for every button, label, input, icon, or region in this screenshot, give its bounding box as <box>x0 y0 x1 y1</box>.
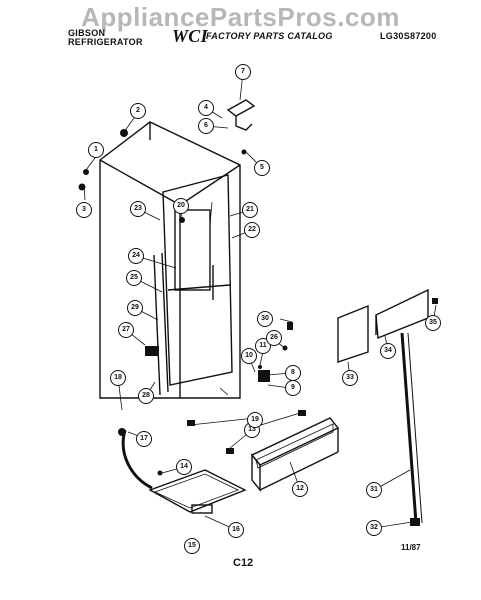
page-code: C12 <box>233 557 254 569</box>
callout-32: 32 <box>366 520 382 536</box>
callout-9: 9 <box>285 380 301 396</box>
callout-10: 10 <box>241 348 257 364</box>
callout-35: 35 <box>425 315 441 331</box>
callout-28: 28 <box>138 388 154 404</box>
callout-34: 34 <box>380 343 396 359</box>
bracket-34 <box>375 288 429 340</box>
callout-33: 33 <box>342 370 358 386</box>
part-20-screw <box>179 217 185 223</box>
part-32-cap <box>410 518 420 526</box>
callout-23: 23 <box>130 201 146 217</box>
callout-29: 29 <box>127 300 143 316</box>
callout-4: 4 <box>198 100 214 116</box>
part-5-screw <box>241 149 247 155</box>
part-13-clip-b <box>298 410 306 416</box>
top-hinge <box>226 99 256 117</box>
part-14-screw <box>157 470 163 476</box>
panel-33 <box>337 304 369 363</box>
callout-21: 21 <box>242 202 258 218</box>
callout-16: 16 <box>228 522 244 538</box>
part-8-switch <box>258 370 270 382</box>
callout-31: 31 <box>366 482 382 498</box>
part-2-screw <box>120 129 128 137</box>
callout-5: 5 <box>254 160 270 176</box>
cabinet-outline <box>99 121 241 399</box>
callout-6: 6 <box>198 118 214 134</box>
callout-2: 2 <box>130 103 146 119</box>
drain-pan <box>148 469 247 513</box>
callout-14: 14 <box>176 459 192 475</box>
callout-18: 18 <box>110 370 126 386</box>
part-19-clip <box>187 420 195 426</box>
part-27-block <box>145 346 159 356</box>
brand-name: GIBSON <box>68 28 106 38</box>
drain-hose <box>121 429 153 490</box>
callout-22: 22 <box>244 222 260 238</box>
callout-15: 15 <box>184 538 200 554</box>
callout-1: 1 <box>88 142 104 158</box>
part-13-clip-a <box>226 448 234 454</box>
callout-20: 20 <box>173 198 189 214</box>
callout-30: 30 <box>257 311 273 327</box>
part-17-clamp <box>118 428 126 436</box>
callout-26: 26 <box>266 330 282 346</box>
product-type: REFRIGERATOR <box>68 37 143 47</box>
callout-25: 25 <box>126 270 142 286</box>
evaporator-plate <box>174 209 211 291</box>
strip-31 <box>400 332 418 524</box>
model-number: LG30S87200 <box>380 31 437 41</box>
callout-17: 17 <box>136 431 152 447</box>
watermark: AppliancePartsPros.com <box>81 2 400 32</box>
part-35-screw <box>432 298 438 304</box>
part-30-clip <box>287 322 293 330</box>
part-11-screw <box>258 365 262 369</box>
callout-27: 27 <box>118 322 134 338</box>
revision-date: 11/87 <box>401 543 421 552</box>
callout-7: 7 <box>235 64 251 80</box>
callout-12: 12 <box>292 481 308 497</box>
part-1-screw <box>83 169 89 175</box>
part-26-screw <box>282 345 288 351</box>
callout-24: 24 <box>128 248 144 264</box>
callout-8: 8 <box>285 365 301 381</box>
cabinet-liner <box>162 174 233 386</box>
callout-19: 19 <box>247 412 263 428</box>
callout-3: 3 <box>76 202 92 218</box>
part-3-plug <box>78 183 86 191</box>
catalog-title: FACTORY PARTS CATALOG <box>206 31 333 41</box>
wci-logo: WCI <box>172 26 208 46</box>
